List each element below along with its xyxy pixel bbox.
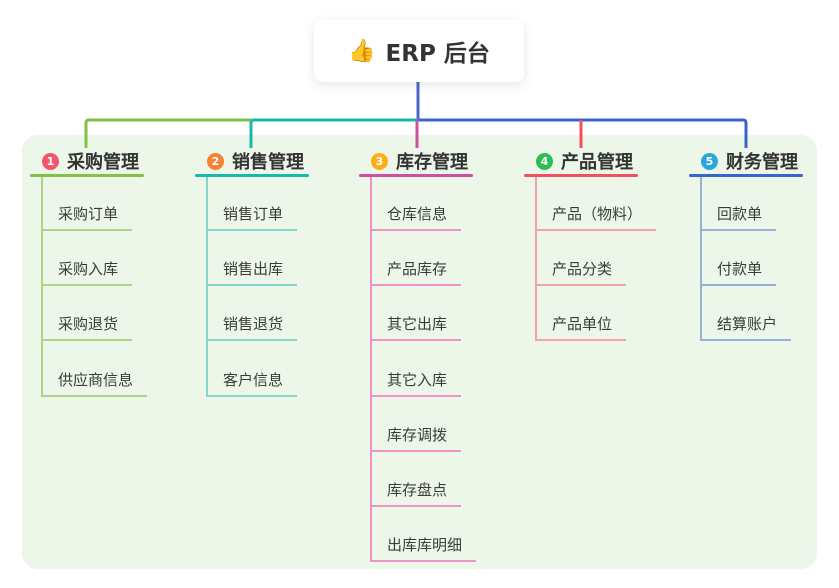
branch-node[interactable]: 1 采购管理 [30,148,139,174]
child-node[interactable]: 产品库存 [370,257,462,286]
child-node[interactable]: 销售订单 [206,202,298,231]
branch-underline [30,174,144,177]
branch-underline [689,174,803,177]
child-node[interactable]: 销售退货 [206,312,298,341]
branch-underline [359,174,473,177]
child-node[interactable]: 采购入库 [41,257,133,286]
connector-line [418,118,748,148]
child-node[interactable]: 付款单 [700,257,777,286]
child-node[interactable]: 结算账户 [700,312,792,341]
child-node[interactable]: 采购退货 [41,312,133,341]
root-node[interactable]: 👍 ERP 后台 [314,20,524,82]
child-node[interactable]: 产品（物料） [535,202,657,231]
branch-label: 产品管理 [561,152,633,173]
branch-number-badge: 1 [42,152,59,170]
child-node[interactable]: 供应商信息 [41,368,148,397]
connector-line [249,118,418,148]
branch-node[interactable]: 5 财务管理 [689,148,798,174]
branch-label: 财务管理 [726,152,798,173]
branch-child-connector [370,177,372,562]
thumbs-up-icon: 👍 [348,38,376,64]
mindmap-panel [22,135,817,569]
child-node[interactable]: 产品单位 [535,312,627,341]
branch-label: 销售管理 [232,152,304,173]
branch-node[interactable]: 3 库存管理 [359,148,468,174]
child-node[interactable]: 产品分类 [535,257,627,286]
child-node[interactable]: 仓库信息 [370,202,462,231]
branch-number-badge: 5 [701,152,718,170]
branch-child-connector [700,177,702,341]
branch-child-connector [41,177,43,397]
root-label: ERP 后台 [385,41,490,67]
branch-number-badge: 4 [536,152,553,170]
child-node[interactable]: 库存盘点 [370,478,462,507]
branch-node[interactable]: 2 销售管理 [195,148,304,174]
connector-line [84,118,251,148]
child-node[interactable]: 销售出库 [206,257,298,286]
branch-child-connector [206,177,208,397]
child-node[interactable]: 库存调拨 [370,423,462,452]
child-node[interactable]: 其它入库 [370,368,462,397]
branch-label: 库存管理 [396,152,468,173]
child-node[interactable]: 出库库明细 [370,533,477,562]
branch-number-badge: 3 [371,152,388,170]
child-node[interactable]: 客户信息 [206,368,298,397]
child-node[interactable]: 其它出库 [370,312,462,341]
branch-underline [524,174,638,177]
branch-child-connector [535,177,537,341]
child-node[interactable]: 采购订单 [41,202,133,231]
branch-node[interactable]: 4 产品管理 [524,148,633,174]
branch-number-badge: 2 [207,152,224,170]
branch-label: 采购管理 [67,152,139,173]
child-node[interactable]: 回款单 [700,202,777,231]
branch-underline [195,174,309,177]
